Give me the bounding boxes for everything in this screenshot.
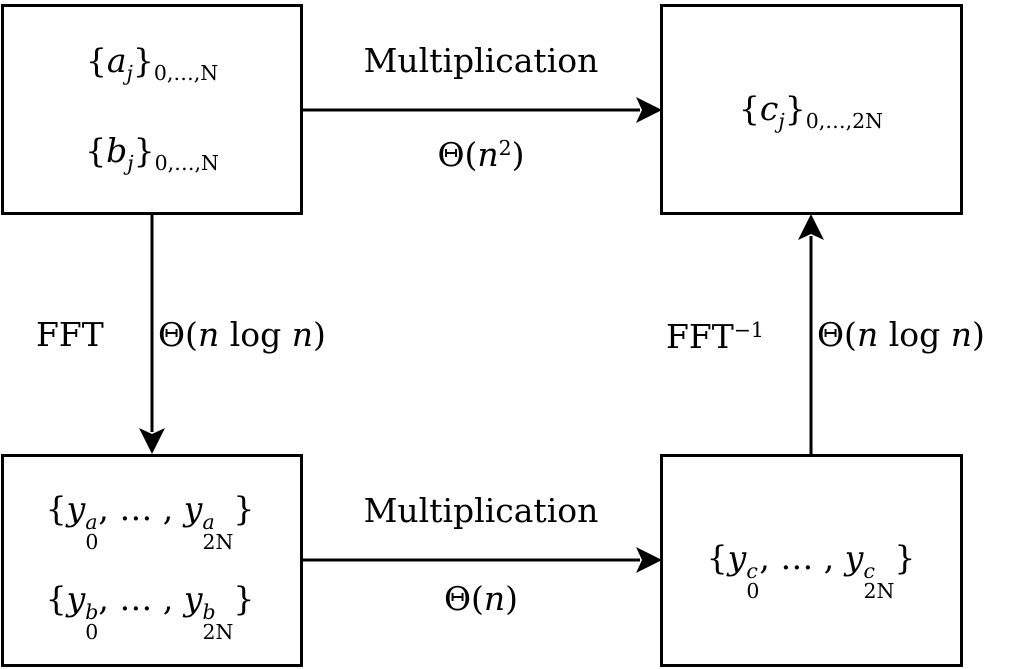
left-arrowhead: [139, 428, 165, 454]
left-edge-label: FFT: [36, 315, 104, 354]
right-edge-cost: Θ(n log n): [817, 315, 985, 354]
set-c: {cj}0,…,2N: [738, 89, 884, 133]
top-edge-label: Multiplication: [363, 41, 599, 80]
right-arrowhead: [798, 214, 824, 240]
node-bottom-right: [660, 454, 963, 667]
set-b: {bj}0,…,N: [85, 131, 219, 175]
node-top-right: [660, 4, 963, 215]
node-top-left: [1, 4, 303, 215]
right-edge-label: FFT−1: [666, 317, 764, 356]
bottom-arrowhead: [636, 547, 662, 573]
set-a: {aj}0,…,N: [85, 41, 219, 85]
bottom-edge-label: Multiplication: [363, 491, 599, 530]
top-edge-cost: Θ(n2): [437, 135, 525, 174]
top-arrowhead: [636, 97, 662, 123]
bottom-edge-cost: Θ(n): [443, 579, 519, 618]
node-bottom-left: [1, 454, 303, 667]
left-edge-cost: Θ(n log n): [158, 315, 326, 354]
